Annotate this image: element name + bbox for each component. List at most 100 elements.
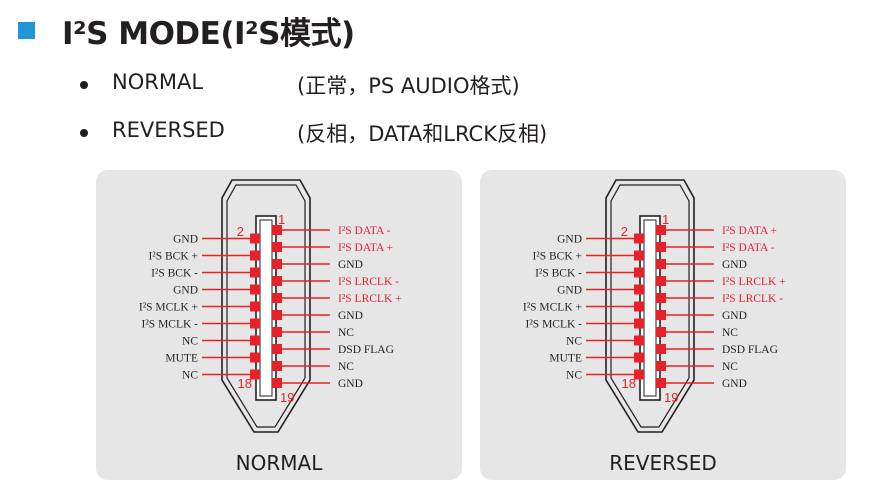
pin-right (272, 293, 282, 303)
pin-label-left: NC (566, 370, 582, 382)
pin-label-right: I²S DATA + (722, 225, 777, 237)
pin-left (634, 284, 644, 295)
pin-label-left: I²S BCK + (148, 251, 198, 263)
pin-label-right: I²S LRCLK - (722, 293, 783, 305)
pin-right (656, 327, 666, 337)
pin-label-left: I²S MCLK - (526, 319, 583, 331)
pin-left (250, 318, 260, 329)
pin-right (656, 242, 666, 252)
pin-left (250, 233, 260, 244)
pin-label-left: I²S MCLK + (523, 302, 582, 314)
pin-label-left: I²S MCLK + (139, 302, 198, 314)
pin-right (272, 225, 282, 235)
pin-left (250, 267, 260, 278)
mode-name: NORMAL (112, 70, 204, 94)
pin-label-right: NC (722, 327, 738, 339)
pin-left (634, 267, 644, 278)
header: I²S MODE(I²S模式) (0, 0, 869, 56)
pin-label-right: I²S DATA - (722, 242, 775, 254)
pin-label-left: I²S BCK - (151, 268, 198, 280)
pin-label-right: I²S LRCLK + (722, 276, 786, 288)
pin-right (272, 344, 282, 354)
pin-label-left: GND (173, 285, 198, 297)
pin-label-left: GND (557, 234, 582, 246)
pin-label-right: DSD FLAG (722, 344, 778, 356)
pin-label-left: I²S BCK - (535, 268, 582, 280)
pin-left (634, 352, 644, 363)
pin-right (656, 361, 666, 371)
title-bullet-square (18, 22, 35, 39)
mode-desc: (正常，PS AUDIO格式) (297, 74, 520, 98)
pin-number: 19 (280, 390, 294, 405)
pin-right (272, 327, 282, 337)
pin-right (656, 344, 666, 354)
pin-left (634, 318, 644, 329)
pin-left (634, 301, 644, 312)
diagram-caption: NORMAL (235, 451, 323, 475)
pin-label-left: NC (182, 336, 198, 348)
pin-label-right: NC (722, 361, 738, 373)
pin-label-right: GND (722, 310, 747, 322)
pin-label-left: MUTE (165, 353, 198, 365)
hdmi-pinout-diagram: I²S DATA + I²S DATA - GND I²S LRCLK + I²S LR… (523, 179, 786, 433)
pin-number: 1 (278, 212, 285, 227)
pin-label-left: I²S MCLK - (142, 319, 199, 331)
pin-label-right: I²S LRCLK + (338, 293, 402, 305)
pin-label-left: MUTE (549, 353, 582, 365)
pin-label-right: GND (722, 378, 747, 390)
connector-outer-shell (221, 179, 311, 433)
pin-right (656, 293, 666, 303)
pin-left (634, 233, 644, 244)
bullet-dot (80, 129, 88, 137)
pin-label-right: NC (338, 327, 354, 339)
pin-label-left: GND (173, 234, 198, 246)
connector-inner-shell (610, 184, 690, 428)
pin-right (272, 361, 282, 371)
pin-right (272, 242, 282, 252)
pin-right (656, 259, 666, 269)
pin-number: 18 (622, 376, 636, 391)
pin-label-right: I²S LRCLK - (338, 276, 399, 288)
pin-right (272, 276, 282, 286)
pin-right (272, 310, 282, 320)
bullet-dot (80, 81, 88, 89)
pin-left (250, 284, 260, 295)
pin-label-right: GND (338, 310, 363, 322)
diagram-caption: REVERSED (609, 451, 717, 475)
pin-number: 19 (664, 390, 678, 405)
pin-number: 18 (238, 376, 252, 391)
page-title: I²S MODE(I²S模式) (62, 16, 355, 52)
pin-number: 2 (621, 224, 628, 239)
connector-outer-shell (605, 179, 695, 433)
pin-right (656, 276, 666, 286)
pin-label-right: I²S DATA - (338, 225, 391, 237)
pin-label-left: NC (566, 336, 582, 348)
pin-right (656, 378, 666, 388)
pin-right (656, 310, 666, 320)
pin-right (272, 259, 282, 269)
pin-label-left: NC (182, 370, 198, 382)
mode-desc: (反相，DATA和LRCK反相) (297, 122, 548, 146)
pin-label-left: I²S BCK + (532, 251, 582, 263)
mode-name: REVERSED (112, 118, 225, 142)
pin-right (656, 225, 666, 235)
pin-left (250, 335, 260, 346)
diagram-panel-reversed: I²S DATA + I²S DATA - GND I²S LRCLK + I²S LR… (480, 170, 846, 480)
pin-left (250, 250, 260, 261)
pin-left (634, 250, 644, 261)
pin-right (272, 378, 282, 388)
pin-left (634, 335, 644, 346)
pin-label-right: DSD FLAG (338, 344, 394, 356)
pin-label-right: GND (338, 259, 363, 271)
pin-label-right: NC (338, 361, 354, 373)
pin-left (634, 369, 644, 380)
pin-label-right: GND (338, 378, 363, 390)
pin-left (250, 369, 260, 380)
pin-label-left: GND (557, 285, 582, 297)
pin-left (250, 352, 260, 363)
pin-number: 2 (237, 224, 244, 239)
connector-inner-shell (226, 184, 306, 428)
pin-label-right: GND (722, 259, 747, 271)
